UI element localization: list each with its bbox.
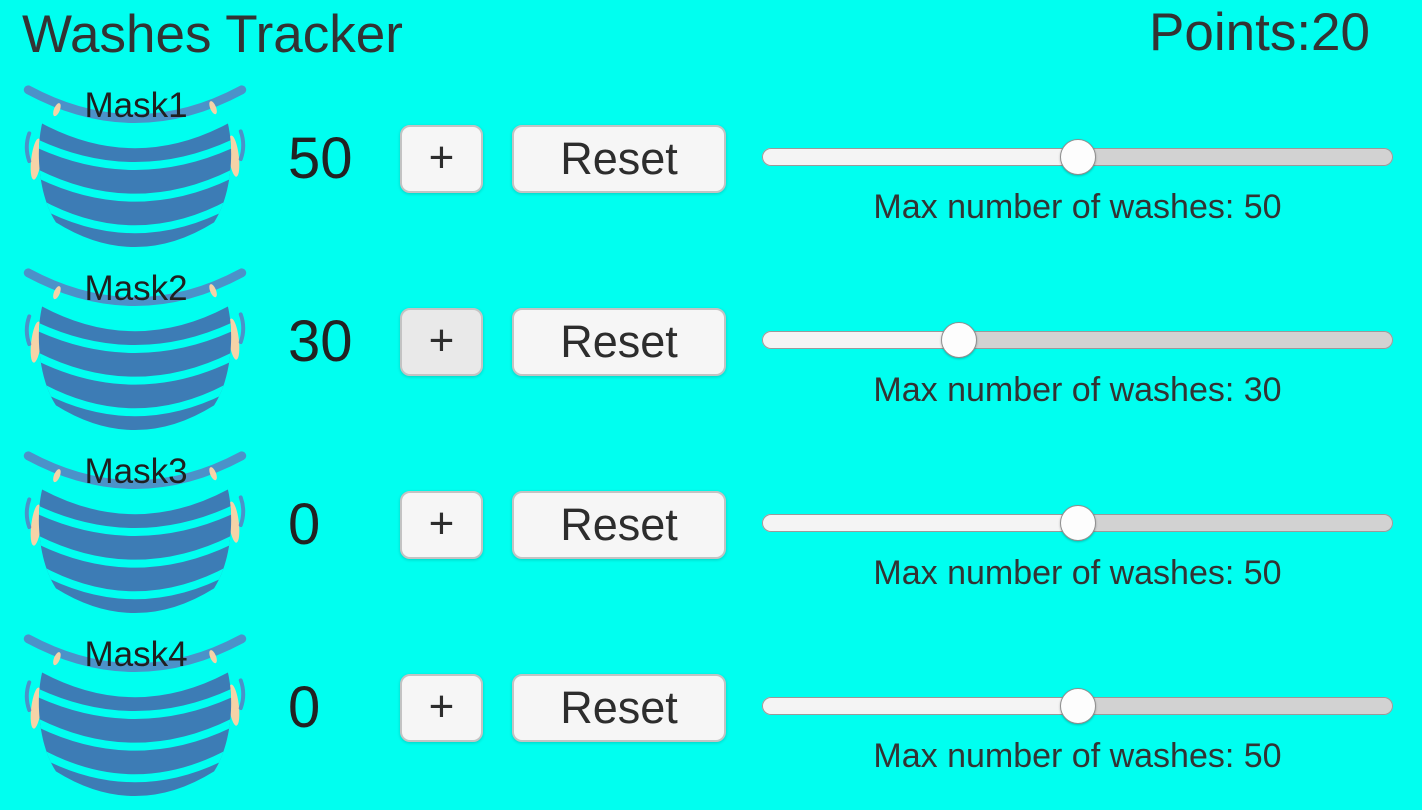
mask-icon — [23, 451, 247, 614]
max-washes-label: Max number of washes: 50 — [873, 737, 1282, 775]
mask-row: Mask1 50 + Reset Max number of washes: 5… — [0, 78, 1422, 261]
page-title: Washes Tracker — [22, 5, 403, 64]
reset-button[interactable]: Reset — [512, 125, 726, 193]
slider-fill — [762, 331, 959, 349]
header: Washes Tracker Points:20 — [0, 0, 1422, 78]
mask-icon — [23, 85, 247, 248]
mask-figure: Mask4 — [14, 627, 264, 803]
mask-rows: Mask1 50 + Reset Max number of washes: 5… — [0, 78, 1422, 810]
mask-figure: Mask2 — [14, 261, 264, 437]
points-display: Points:20 — [1149, 2, 1370, 63]
max-washes-slider-group: Max number of washes: 50 — [762, 78, 1393, 238]
slider-thumb[interactable] — [1059, 505, 1096, 541]
max-washes-slider-group: Max number of washes: 50 — [762, 444, 1393, 604]
reset-button[interactable]: Reset — [512, 674, 726, 742]
slider-thumb[interactable] — [1059, 688, 1096, 724]
reset-button[interactable]: Reset — [512, 491, 726, 559]
mask-name-label: Mask2 — [84, 269, 188, 308]
wash-count: 50 — [288, 126, 353, 191]
mask-name-label: Mask4 — [84, 635, 188, 674]
plus-button[interactable]: + — [400, 674, 483, 742]
slider-track[interactable] — [762, 139, 1393, 175]
max-washes-label: Max number of washes: 50 — [873, 188, 1282, 226]
slider-fill — [762, 148, 1078, 166]
plus-button[interactable]: + — [400, 125, 483, 193]
reset-button[interactable]: Reset — [512, 308, 726, 376]
slider-thumb[interactable] — [1059, 139, 1096, 175]
mask-row: Mask3 0 + Reset Max number of washes: 50 — [0, 444, 1422, 627]
mask-row: Mask2 30 + Reset Max number of washes: 3… — [0, 261, 1422, 444]
slider-track[interactable] — [762, 322, 1393, 358]
points-label: Points: — [1149, 3, 1312, 62]
slider-track[interactable] — [762, 505, 1393, 541]
wash-count: 30 — [288, 309, 353, 374]
mask-icon — [23, 634, 247, 797]
slider-fill — [762, 697, 1078, 715]
mask-figure: Mask1 — [14, 78, 264, 254]
slider-fill — [762, 514, 1078, 532]
max-washes-label: Max number of washes: 30 — [873, 371, 1282, 409]
slider-thumb[interactable] — [940, 322, 977, 358]
wash-count: 0 — [288, 675, 321, 740]
mask-figure: Mask3 — [14, 444, 264, 620]
mask-name-label: Mask3 — [84, 452, 188, 491]
max-washes-slider-group: Max number of washes: 50 — [762, 627, 1393, 787]
mask-row: Mask4 0 + Reset Max number of washes: 50 — [0, 627, 1422, 810]
plus-button[interactable]: + — [400, 308, 483, 376]
max-washes-label: Max number of washes: 50 — [873, 554, 1282, 592]
points-value: 20 — [1311, 3, 1370, 62]
max-washes-slider-group: Max number of washes: 30 — [762, 261, 1393, 421]
wash-count: 0 — [288, 492, 321, 557]
mask-icon — [23, 268, 247, 431]
plus-button[interactable]: + — [400, 491, 483, 559]
mask-name-label: Mask1 — [84, 86, 188, 125]
slider-track[interactable] — [762, 688, 1393, 724]
